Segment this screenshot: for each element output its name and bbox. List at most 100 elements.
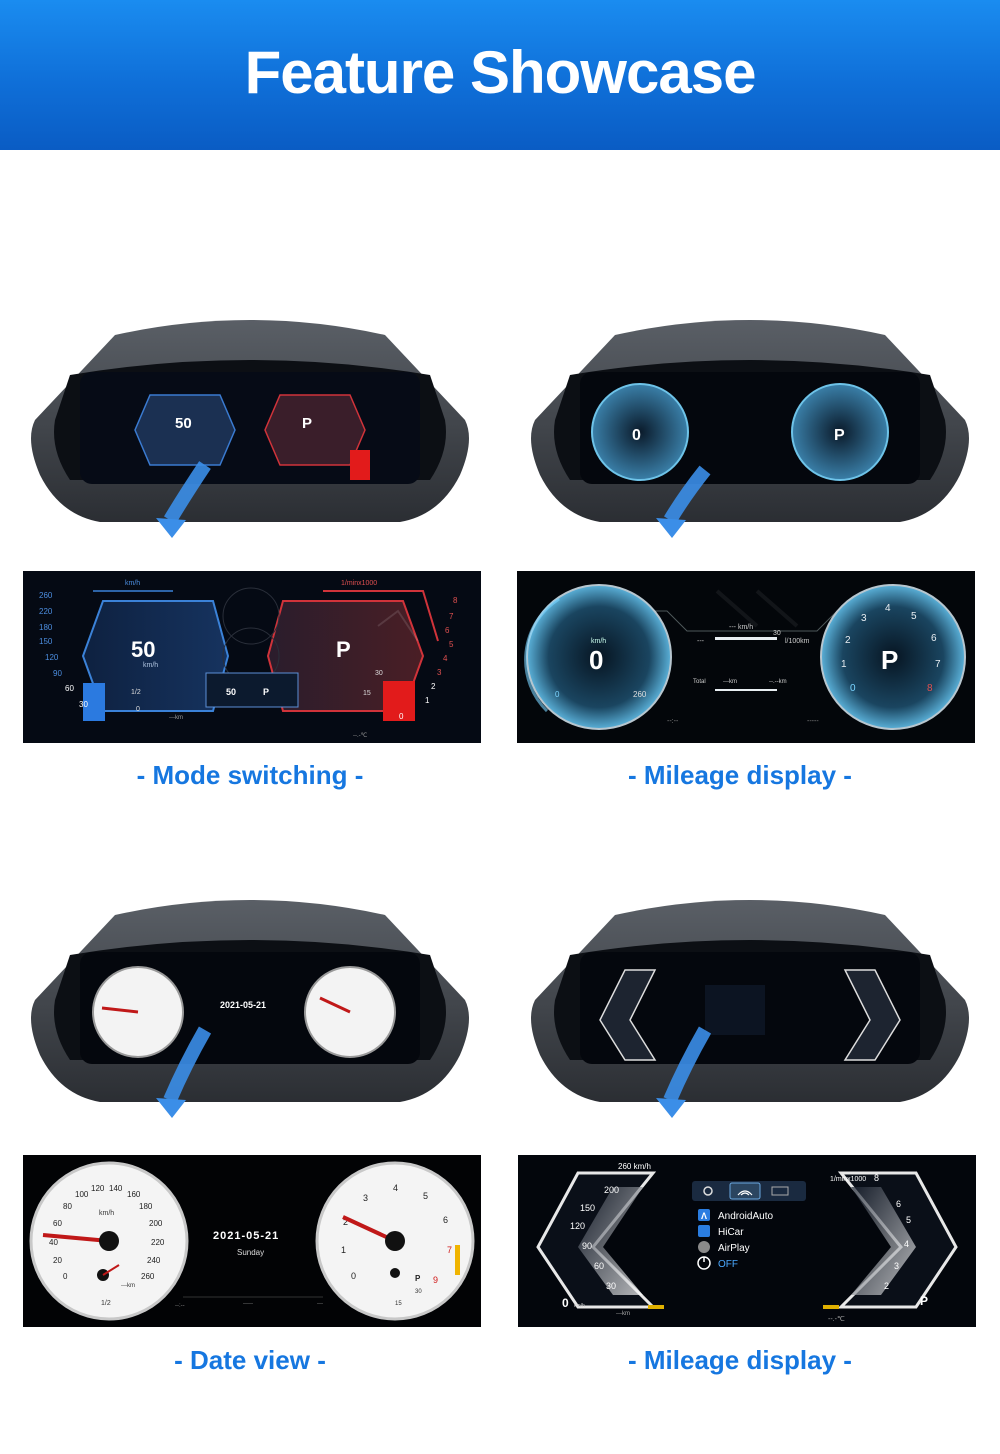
- bottom-right: -----: [807, 718, 819, 725]
- speed-scale: 0 20 40 60 80 100 120 140 160 180 200 22…: [49, 1184, 165, 1281]
- temp-low: 15: [363, 690, 371, 697]
- svg-text:50: 50: [175, 415, 192, 432]
- speed-unit: km/h: [99, 1210, 114, 1217]
- panel-caption: - Mileage display -: [628, 760, 852, 790]
- cluster-housing: 50 P: [31, 320, 469, 538]
- rpm-tick: 4: [904, 1239, 909, 1249]
- temp-high: 30: [375, 670, 383, 677]
- hicar-icon: [698, 1225, 710, 1237]
- consumption-max: 30: [773, 630, 781, 637]
- odometer: ---km: [121, 1283, 135, 1289]
- speed-tick: 60: [53, 1219, 62, 1228]
- gear-icon[interactable]: [703, 1186, 713, 1196]
- speed-unit: km/h: [574, 1303, 585, 1309]
- bottom-left: --:--: [667, 718, 679, 725]
- odometer: ---km: [616, 1311, 630, 1317]
- bottom-right: ---: [317, 1301, 323, 1307]
- android-auto-icon: [698, 1209, 710, 1221]
- temp-high: 30: [415, 1289, 422, 1295]
- bottom-left: --:--: [175, 1303, 185, 1309]
- rpm-tick: 7: [935, 659, 941, 670]
- gear-value: P: [415, 1274, 421, 1283]
- consumption-dashes: ---: [697, 638, 705, 645]
- speed-scale-label: 260 km/h: [618, 1162, 651, 1171]
- dashboard-screen: 0 km/h 0 260 P 0 1 2 3 4 5 6 7 8 --- km/…: [517, 571, 975, 743]
- menu-item-off[interactable]: OFF: [697, 1256, 738, 1270]
- mini-gear-value: P: [263, 687, 269, 697]
- outside-temp: --.-℃: [353, 733, 368, 739]
- speed-tick: 100: [75, 1190, 89, 1199]
- grid-tab-icon[interactable]: [771, 1186, 789, 1196]
- rpm-tick: 7: [447, 1245, 452, 1255]
- rpm-tick: 3: [363, 1193, 368, 1203]
- speed-tick: 80: [63, 1202, 72, 1211]
- svg-text:P: P: [834, 427, 845, 444]
- rpm-tick: 6: [445, 626, 450, 635]
- speed-value: 0: [562, 1296, 569, 1310]
- speed-tick: 60: [65, 684, 74, 693]
- speed-hub: [99, 1231, 119, 1251]
- panel-caption: - Mileage display -: [628, 1345, 852, 1375]
- consumption-bar: [715, 637, 777, 640]
- speed-tick: 90: [582, 1241, 592, 1251]
- rpm-scale-label: 1/minx1000: [830, 1176, 866, 1183]
- speed-value: 50: [131, 637, 155, 662]
- menu-item-hicar[interactable]: HiCar: [698, 1225, 744, 1238]
- rpm-tick: 5: [449, 640, 454, 649]
- speed-scale: 200 150 120 90 60 30: [570, 1185, 619, 1291]
- speed-tick: 140: [109, 1184, 123, 1193]
- panel-caption: - Date view -: [174, 1345, 326, 1375]
- total-label: Total: [693, 679, 706, 685]
- rpm-tick: 0: [850, 683, 856, 694]
- rpm-tick: 2: [343, 1217, 348, 1227]
- speed-tick: 220: [151, 1238, 165, 1247]
- header-banner: Feature Showcase: [0, 0, 1000, 150]
- rpm-tick: 4: [393, 1183, 398, 1193]
- rpm-tick: 3: [894, 1261, 899, 1271]
- fuel-empty: 0: [136, 706, 140, 713]
- speed-tick: 40: [49, 1238, 58, 1247]
- rpm-tick: 8: [453, 596, 458, 605]
- speed-tick: 120: [45, 653, 59, 662]
- rpm-tick: 2: [431, 682, 436, 691]
- speed-tick: 240: [147, 1256, 161, 1265]
- cluster-housing: [531, 900, 969, 1118]
- cluster-housing: 0 P: [531, 320, 969, 538]
- speed-tick: 160: [127, 1190, 141, 1199]
- rpm-tick: 8: [927, 683, 933, 694]
- cluster-housing: 2021-05-21: [31, 900, 469, 1118]
- speed-scale: 260 220 180 150 120 90 60 30: [39, 591, 88, 709]
- rpm-scale: 8 6 5 4 3 2: [874, 1173, 911, 1291]
- airplay-icon: [698, 1241, 710, 1253]
- menu-item-airplay[interactable]: AirPlay: [698, 1241, 750, 1254]
- rpm-tick: 6: [931, 633, 937, 644]
- rpm-tick: 0: [351, 1271, 356, 1281]
- rpm-tick: 2: [884, 1281, 889, 1291]
- rpm-scale: 0 1 2 3 4 5 6 7 9: [341, 1183, 452, 1285]
- speed-tick: 120: [570, 1221, 585, 1231]
- svg-text:0: 0: [632, 427, 641, 444]
- date-display: 2021-05-21: [213, 1230, 279, 1242]
- speed-tick: 260: [39, 591, 53, 600]
- rpm-tick: 9: [433, 1275, 438, 1285]
- temp-low: 15: [395, 1301, 402, 1307]
- speed-tick: 220: [39, 607, 53, 616]
- gear-value: P: [920, 1294, 928, 1308]
- svg-text:2021-05-21: 2021-05-21: [220, 1000, 266, 1010]
- trip-label: ---km: [723, 679, 737, 685]
- outside-temp: --.-℃: [828, 1316, 845, 1323]
- rpm-tick: 3: [437, 668, 442, 677]
- speed-tick: 90: [53, 669, 62, 678]
- speed-tick: 200: [604, 1185, 619, 1195]
- range-label: --- km/h: [729, 624, 753, 631]
- rpm-tick: 4: [885, 603, 891, 614]
- speed-tick: 30: [606, 1281, 616, 1291]
- speed-tick: 30: [79, 700, 88, 709]
- rpm-tick: 2: [845, 635, 851, 646]
- speed-tick: 200: [149, 1219, 163, 1228]
- rpm-tick: 1: [425, 696, 430, 705]
- gear-value: P: [881, 645, 898, 675]
- dashboard-screen: 0 20 40 60 80 100 120 140 160 180 200 22…: [23, 1155, 481, 1327]
- menu-item-label: AirPlay: [718, 1243, 750, 1254]
- menu-item-android-auto[interactable]: Λ AndroidAuto: [698, 1209, 773, 1222]
